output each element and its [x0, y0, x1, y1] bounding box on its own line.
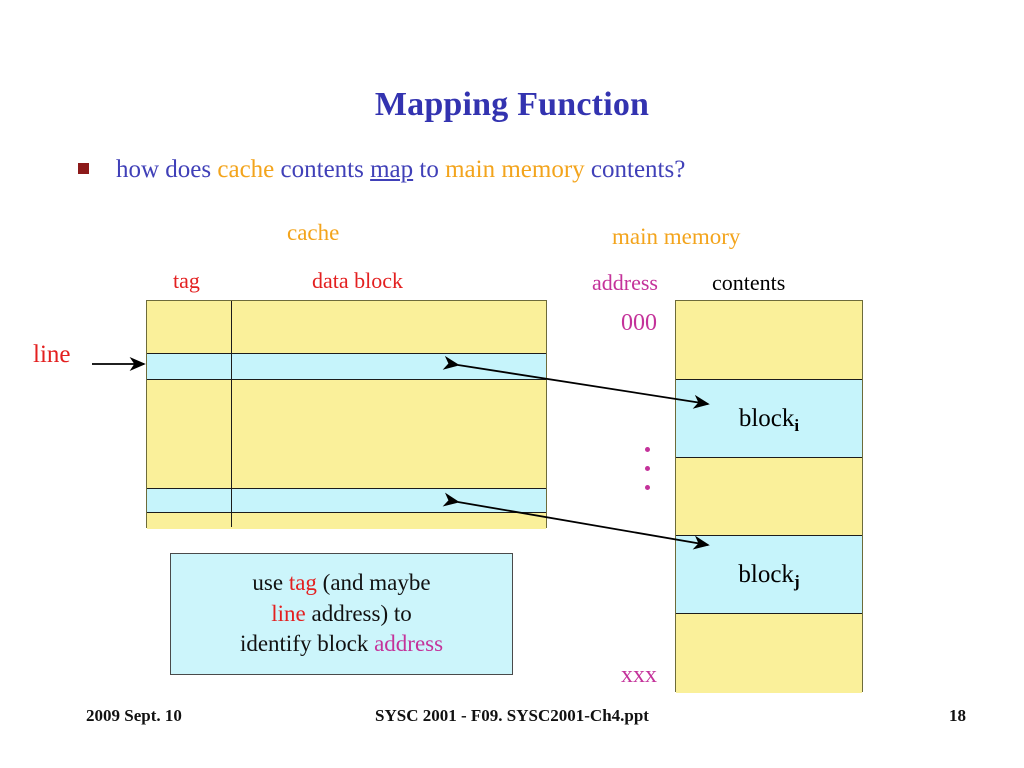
main-memory-heading: main memory	[612, 224, 741, 249]
callout-box: use tag (and maybe line address) to iden…	[170, 553, 513, 675]
callout-line1-tag: tag	[288, 570, 317, 596]
callout-line1-a: use	[252, 570, 289, 596]
main-memory-block-label: blockj	[738, 560, 800, 591]
callout-line-1: use tag (and maybe	[252, 568, 430, 598]
footer: 2009 Sept. 10 SYSC 2001 - F09. SYSC2001-…	[0, 706, 1024, 734]
main-memory-block-label: blocki	[738, 404, 800, 435]
main-memory-column-header-contents: contents	[712, 270, 786, 295]
main-memory-table: blocki blockj	[675, 300, 863, 693]
cache-row	[147, 488, 546, 513]
vertical-ellipsis-icon	[645, 447, 653, 504]
main-memory-band	[676, 301, 862, 379]
bullet-text-part3: to	[413, 156, 446, 183]
main-memory-address-top: 000	[621, 310, 657, 336]
callout-line3-a: identify block	[239, 631, 375, 657]
callout-line-3: identify block address	[240, 629, 443, 659]
cache-row	[147, 353, 546, 380]
cache-heading: cache	[287, 220, 340, 245]
main-memory-band	[676, 613, 862, 693]
main-memory-band: blockj	[676, 535, 862, 613]
footer-title: SYSC 2001 - F09. SYSC2001-Ch4.ppt	[375, 706, 649, 725]
bullet-row: how does cache contents map to main memo…	[78, 156, 978, 184]
cache-column-header-data-block: data block	[312, 268, 404, 293]
main-memory-address-bottom: xxx	[621, 662, 657, 688]
callout-line2-b: address) to	[305, 600, 412, 626]
main-memory-band: blocki	[676, 379, 862, 457]
callout-line1-b: (and maybe	[316, 570, 431, 596]
callout-line-2: line address) to	[271, 599, 412, 629]
bullet-text-part2: contents	[274, 156, 371, 183]
bullet-text-cache: cache	[217, 156, 275, 183]
cache-column-header-tag: tag	[173, 268, 200, 293]
main-memory-column-header-address: address	[592, 270, 658, 295]
ellipsis-dot	[645, 485, 650, 490]
footer-page-number: 18	[949, 706, 966, 725]
cache-row	[147, 380, 546, 488]
cache-row	[147, 513, 546, 529]
bullet-text-map: map	[370, 156, 414, 183]
page-title: Mapping Function	[374, 86, 650, 123]
callout-line2-line: line	[271, 600, 306, 626]
square-bullet-icon	[78, 163, 89, 174]
callout-line3-address: address	[374, 631, 444, 657]
bullet-text: how does cache contents map to main memo…	[116, 156, 685, 184]
cache-line-label: line	[33, 341, 71, 368]
bullet-text-main-memory: main memory	[445, 156, 585, 183]
ellipsis-dot	[645, 466, 650, 471]
bullet-text-part1: how does	[116, 156, 218, 183]
cache-row	[147, 301, 546, 353]
bullet-text-part4: contents?	[584, 156, 686, 183]
ellipsis-dot	[645, 447, 650, 452]
footer-date: 2009 Sept. 10	[86, 706, 182, 725]
main-memory-band	[676, 457, 862, 535]
cache-table	[146, 300, 547, 529]
cache-column-divider	[231, 301, 232, 527]
